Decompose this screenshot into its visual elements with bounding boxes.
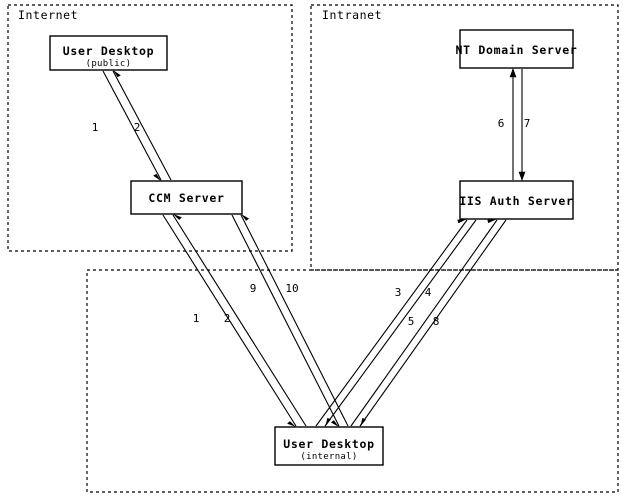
flow-step-label-1-public: 1 [92,121,99,134]
connector-iis-nt-domain [509,68,526,181]
arrow-head-1-public [153,173,161,181]
flow-step-label-5: 5 [408,315,415,328]
node-user-desktop-internal-rect[interactable] [274,426,384,466]
flow-step-labels: 1 2 1 2 3 4 5 6 7 8 9 10 [92,117,531,328]
connector-internal-desktop-iis-34 [315,219,477,427]
arrow-head-6 [509,68,517,78]
arrow-head-8 [360,417,366,427]
arrow-head-4 [325,417,331,427]
zone-label-internet: Internet [18,8,78,22]
arrow-head-9 [241,214,250,221]
flow-step-label-8: 8 [433,315,440,328]
zone-boundaries [7,4,619,493]
flow-line-2-public [112,70,172,181]
arrow-head-2-public [113,70,121,78]
node-ccm-server[interactable]: CCM Server [130,180,243,215]
zone-label-intranet: Intranet [322,8,382,22]
arrow-head-7 [518,171,526,181]
arrow-head-5 [487,219,497,224]
node-user-desktop-internal-title: User Desktop [283,437,374,451]
flow-line-1-internal [172,214,307,427]
node-boxes: User Desktop (public) CCM Server NT Doma… [49,29,578,466]
flow-line-5 [350,219,498,427]
flow-line-9 [240,214,349,427]
node-user-desktop-internal-subtitle: (internal) [300,452,357,462]
node-iis-auth-server-title: IIS Auth Server [459,194,573,208]
node-nt-domain-server-title: NT Domain Server [456,43,578,57]
flow-step-label-9: 9 [250,282,257,295]
connector-internal-desktop-ccm [162,214,307,427]
arrow-head-3 [457,219,467,224]
node-iis-auth-server[interactable]: IIS Auth Server [459,180,574,220]
flow-line-10 [231,214,340,427]
flow-step-label-7: 7 [524,117,531,130]
zone-labels: Internet Intranet [18,8,382,22]
flow-line-8 [359,219,507,427]
node-user-desktop-public-rect[interactable] [49,35,168,71]
node-user-desktop-public-title: User Desktop [63,44,154,58]
flow-line-2-internal [162,214,297,427]
node-ccm-server-rect[interactable] [130,180,243,215]
arrow-head-2-internal [287,421,296,427]
zone-intranet-boundary [310,4,619,271]
node-nt-domain-server[interactable]: NT Domain Server [456,29,578,69]
node-user-desktop-public-subtitle: (public) [86,59,132,69]
flow-connectors [102,68,526,427]
arrow-head-1-internal [173,214,182,220]
flow-step-label-6: 6 [498,117,505,130]
node-ccm-server-title: CCM Server [148,191,224,205]
connector-public-desktop-ccm [102,70,172,181]
flow-step-label-2-internal: 2 [224,312,231,325]
node-nt-domain-server-rect[interactable] [459,29,574,69]
flow-step-label-10: 10 [285,282,298,295]
flow-step-label-2-public: 2 [134,121,141,134]
node-user-desktop-internal[interactable]: User Desktop (internal) [274,426,384,466]
flow-step-label-4: 4 [425,286,432,299]
flow-line-4 [324,219,477,427]
flow-line-1-public [102,70,162,181]
connector-internal-desktop-ccm-late [231,214,349,427]
zone-internal-boundary [86,269,619,493]
node-iis-auth-server-rect[interactable] [459,180,574,220]
flow-line-3 [315,219,468,427]
flow-step-label-3: 3 [395,286,402,299]
flow-step-label-1-internal: 1 [193,312,200,325]
connector-internal-desktop-iis-58 [350,219,507,427]
node-user-desktop-public[interactable]: User Desktop (public) [49,35,168,71]
arrow-head-10 [330,420,339,427]
zone-internet-boundary [7,4,293,252]
